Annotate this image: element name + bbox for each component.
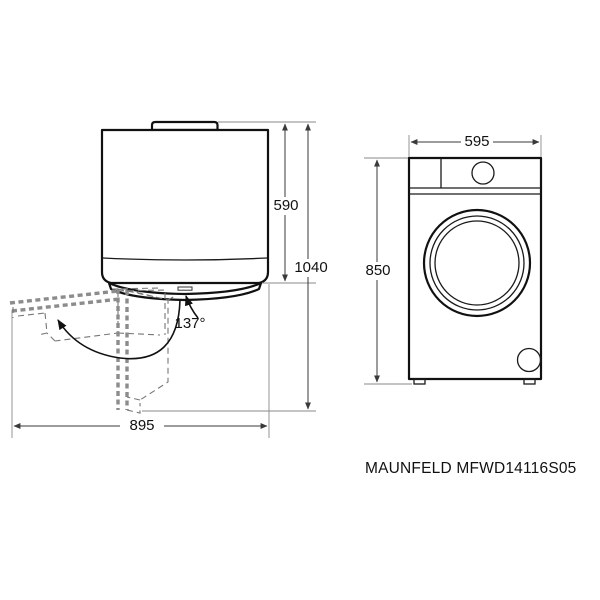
model-name-caption: MAUNFELD MFWD14116S05 [365,460,577,477]
door-lip-profile [107,281,263,302]
door-open-panel-base [117,332,161,336]
leveling-foot-left [413,378,426,385]
fascia-divider-line [102,257,268,261]
dim-895-label-backing [120,417,164,435]
door-down-foot-detail [126,403,141,414]
front-view-group: 595 850 [362,133,543,385]
door-open-upper-face [117,289,166,335]
dim-1040-label-backing [292,259,330,277]
dim-895-label: 895 [129,417,154,434]
dim-850-label: 850 [365,262,390,279]
door-down-side-panel-edge [126,396,141,401]
door-outer-ring [422,208,532,318]
door-open-side-panel-edge [46,332,56,342]
angle-leader-line [185,295,199,319]
door-latch-mark [177,286,193,291]
dim-850-label-backing [362,262,394,280]
dim-595-label: 595 [464,133,489,150]
door-open-position-inner [11,297,121,313]
control-knob-circle [471,161,495,185]
door-open-upper-face-top [111,287,161,290]
dim-590-label-top: 590 [273,197,298,214]
dim-595-label-backing [461,133,493,151]
door-open-position-outer [9,289,119,305]
door-middle-ring [429,215,525,311]
door-swing-arc [57,299,181,360]
leveling-foot-right [523,378,536,385]
angle-137-label: 137° [174,315,205,332]
side-view-group: 137° 590 1040 895 590 1040 [9,120,330,438]
top-lid-handle [150,120,219,132]
dim-590-label-backing [271,197,301,215]
door-open-edge-lead [17,312,46,317]
door-down-corner-edge [167,295,176,301]
door-down-top-edge [117,288,161,299]
door-inner-ring [434,220,520,306]
filter-access-cap-circle [516,347,542,373]
dim-1040-label-top: 1040 [294,259,327,276]
